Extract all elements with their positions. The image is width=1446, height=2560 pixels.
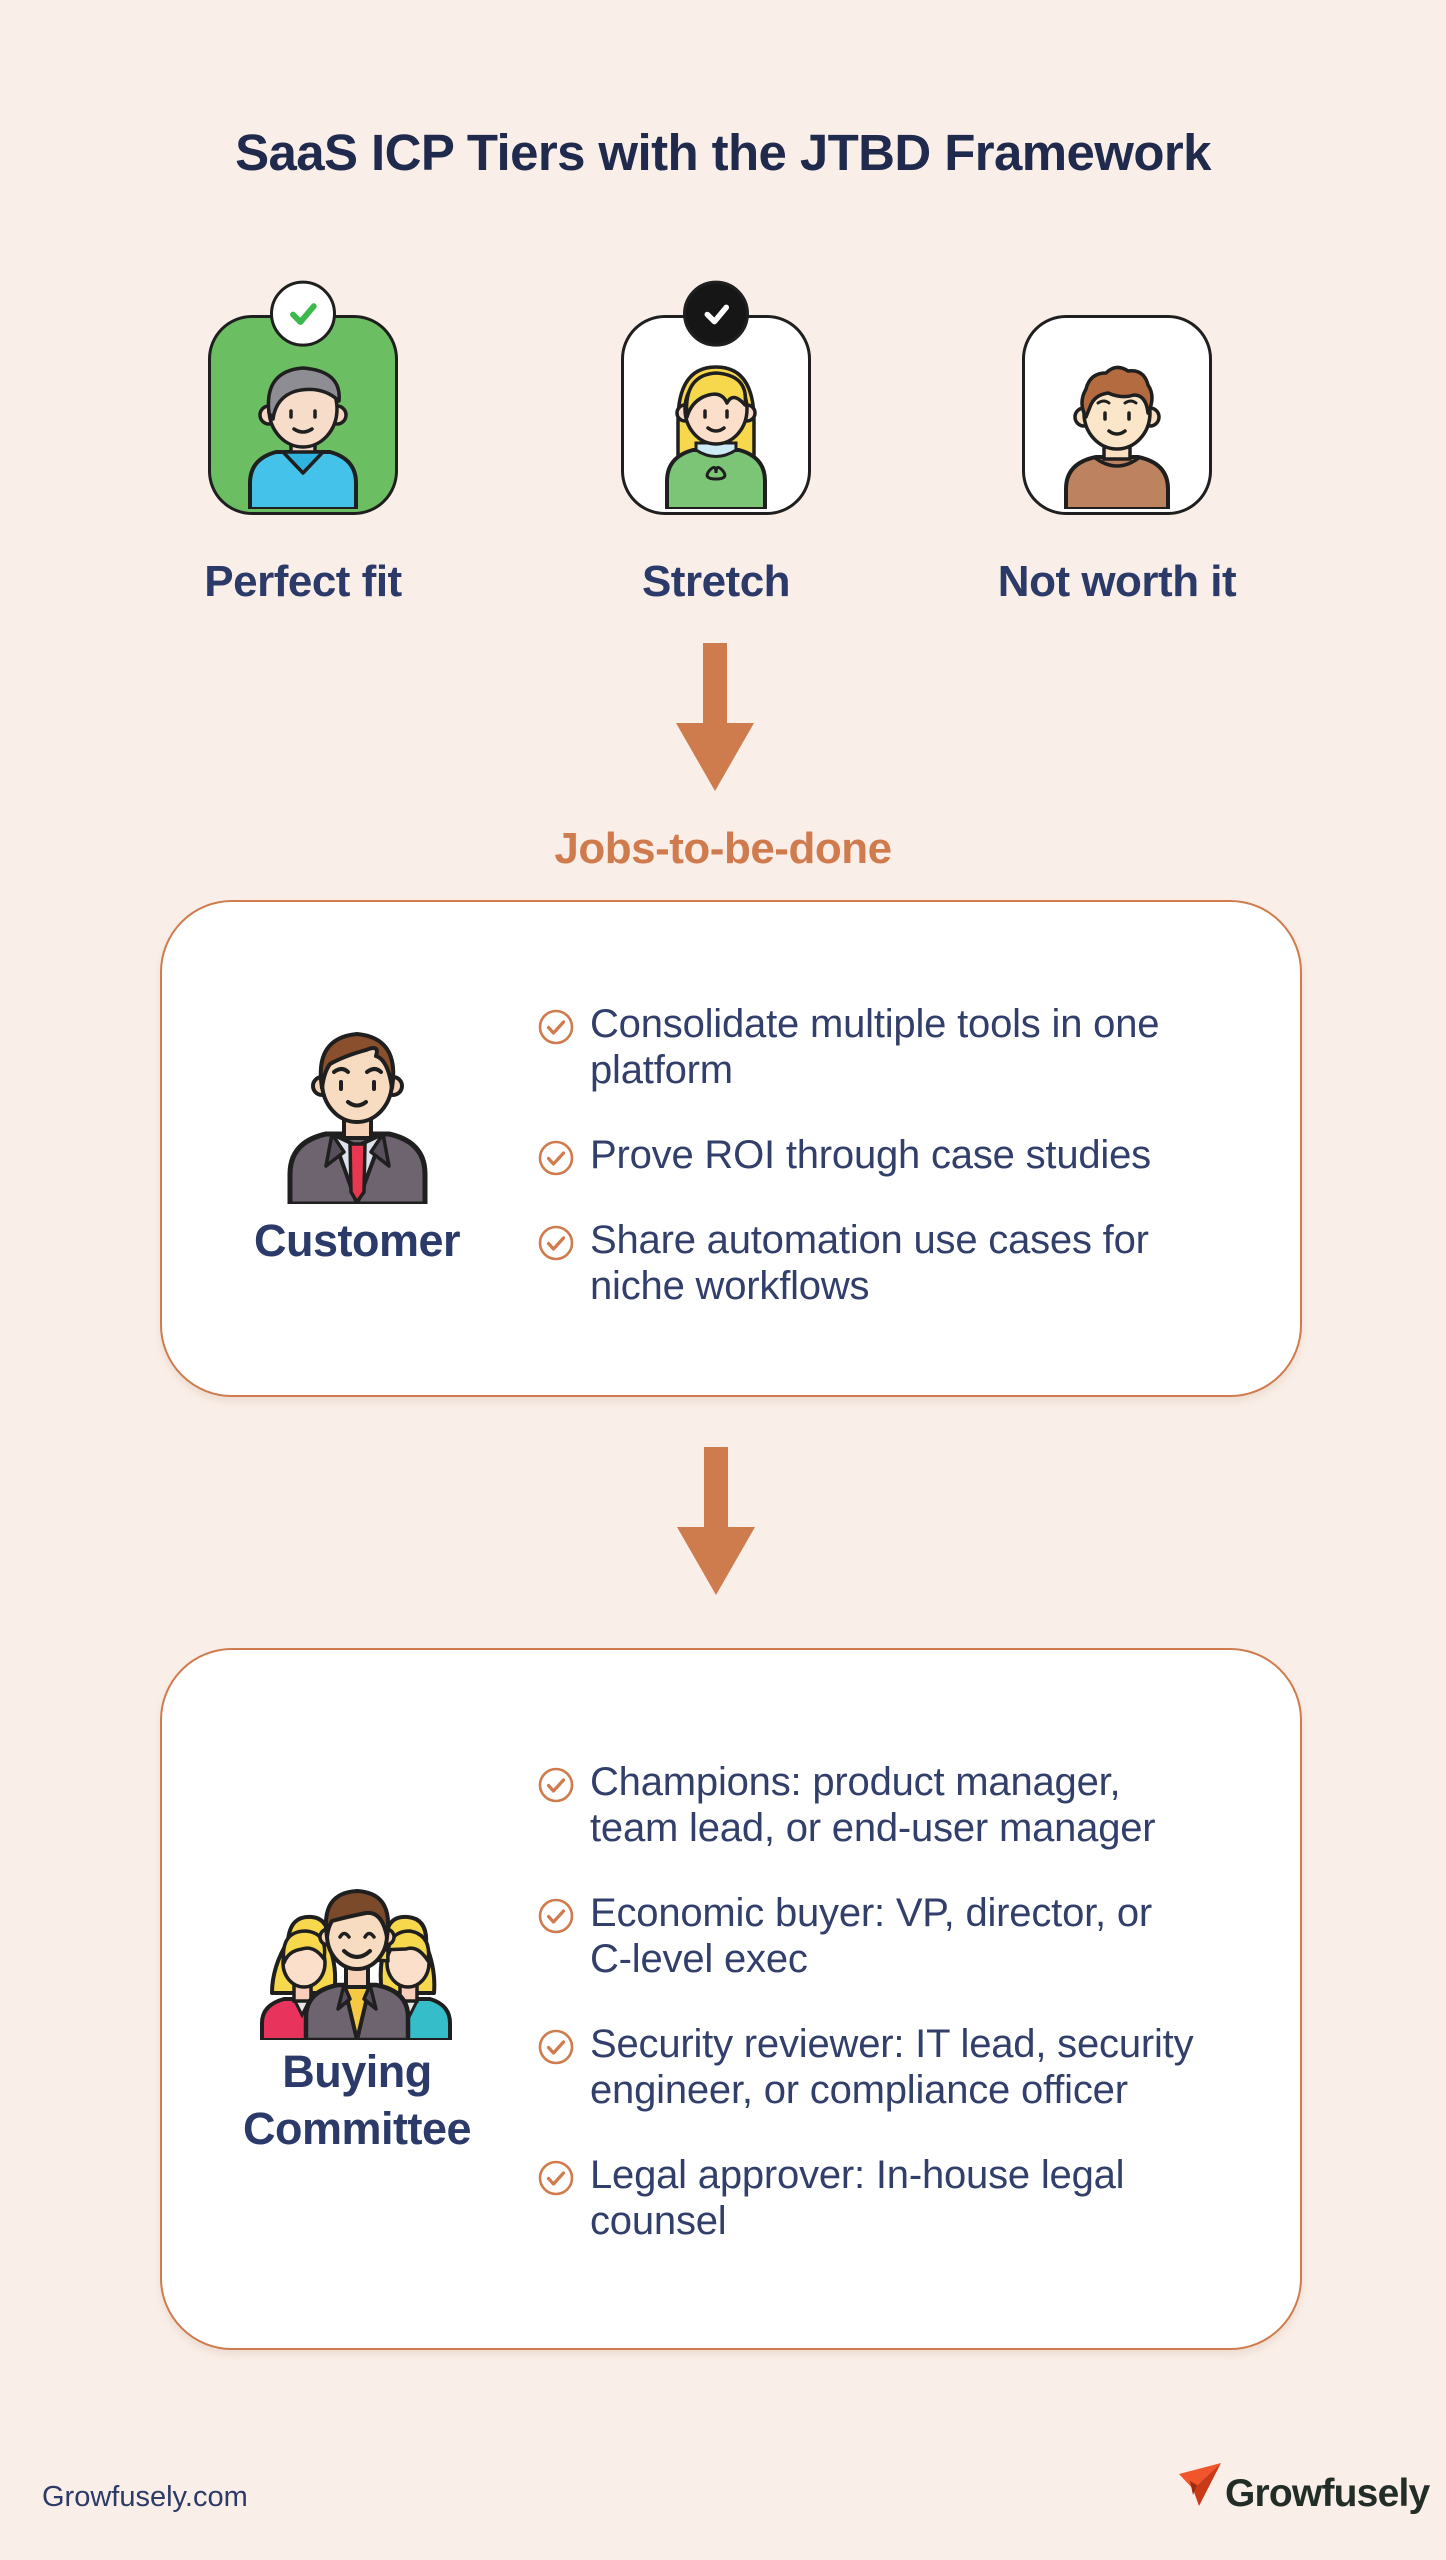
jobs-to-be-done-label: Jobs-to-be-done bbox=[554, 824, 892, 873]
tier-not-worth-it: Not worth it bbox=[998, 315, 1237, 607]
woman-blonde-avatar-icon bbox=[641, 351, 791, 512]
list-item: Consolidate multiple tools in one platfo… bbox=[538, 1001, 1160, 1093]
jtbd-list: Consolidate multiple tools in one platfo… bbox=[538, 1001, 1160, 1348]
check-circle-icon bbox=[538, 2029, 574, 2065]
list-item: Share automation use cases for niche wor… bbox=[538, 1217, 1159, 1309]
page-title: SaaS ICP Tiers with the JTBD Framework bbox=[235, 124, 1211, 181]
tier-perfect-fit: Perfect fit bbox=[204, 280, 402, 607]
businessman-avatar-icon bbox=[270, 1014, 445, 1209]
committee-list: Champions: product manager, team lead, o… bbox=[538, 1759, 1194, 2283]
man-curly-hair-avatar-icon bbox=[1042, 351, 1192, 512]
list-item-text: Share automation use cases for niche wor… bbox=[590, 1218, 1149, 1308]
down-arrow-icon bbox=[675, 643, 755, 791]
check-circle-icon bbox=[538, 1225, 574, 1261]
buying-committee-panel: Buying Committee Champions: product mana… bbox=[160, 1648, 1302, 2350]
list-item-text: Prove ROI through case studies bbox=[590, 1133, 1151, 1177]
down-arrow-icon bbox=[676, 1447, 756, 1595]
man-gray-hair-avatar-icon bbox=[228, 351, 378, 512]
check-circle-icon bbox=[538, 1009, 574, 1045]
list-item: Champions: product manager, team lead, o… bbox=[538, 1759, 1193, 1851]
tier-card bbox=[208, 315, 398, 515]
check-circle-icon bbox=[538, 1898, 574, 1934]
list-item-text: Champions: product manager, team lead, o… bbox=[590, 1760, 1156, 1850]
check-circle-icon bbox=[538, 1767, 574, 1803]
panel-label: Customer bbox=[253, 1215, 461, 1266]
check-circle-icon bbox=[538, 1140, 574, 1176]
list-item-text: Security reviewer: IT lead, security eng… bbox=[590, 2022, 1194, 2112]
list-item: Security reviewer: IT lead, security eng… bbox=[538, 2021, 1194, 2113]
list-item-text: Consolidate multiple tools in one platfo… bbox=[590, 1002, 1160, 1092]
list-item: Legal approver: In-house legal counsel bbox=[538, 2152, 1193, 2244]
footer-site-url: Growfusely.com bbox=[42, 2481, 248, 2513]
growfusely-logo: Growfusely bbox=[1178, 2462, 1430, 2516]
tier-card bbox=[1022, 315, 1212, 515]
panel-label: Buying Committee bbox=[242, 2046, 472, 2154]
tier-label: Stretch bbox=[641, 557, 791, 606]
list-item-text: Legal approver: In-house legal counsel bbox=[590, 2153, 1125, 2243]
list-item-text: Economic buyer: VP, director, or C-level… bbox=[590, 1891, 1153, 1981]
black-check-badge-icon bbox=[683, 280, 749, 347]
jtbd-panel: Customer Consolidate multiple tools in o… bbox=[160, 900, 1302, 1397]
tier-stretch: Stretch bbox=[621, 280, 811, 607]
list-item: Prove ROI through case studies bbox=[538, 1132, 1159, 1178]
green-check-badge-icon bbox=[270, 280, 336, 347]
tier-label: Perfect fit bbox=[204, 557, 402, 606]
tier-label: Not worth it bbox=[997, 557, 1237, 606]
logo-wordmark: Growfusely bbox=[1225, 2472, 1430, 2515]
buying-committee-avatar-icon bbox=[254, 1875, 459, 2045]
check-circle-icon bbox=[538, 2160, 574, 2196]
list-item: Economic buyer: VP, director, or C-level… bbox=[538, 1890, 1193, 1982]
paper-plane-icon bbox=[1178, 2462, 1222, 2508]
